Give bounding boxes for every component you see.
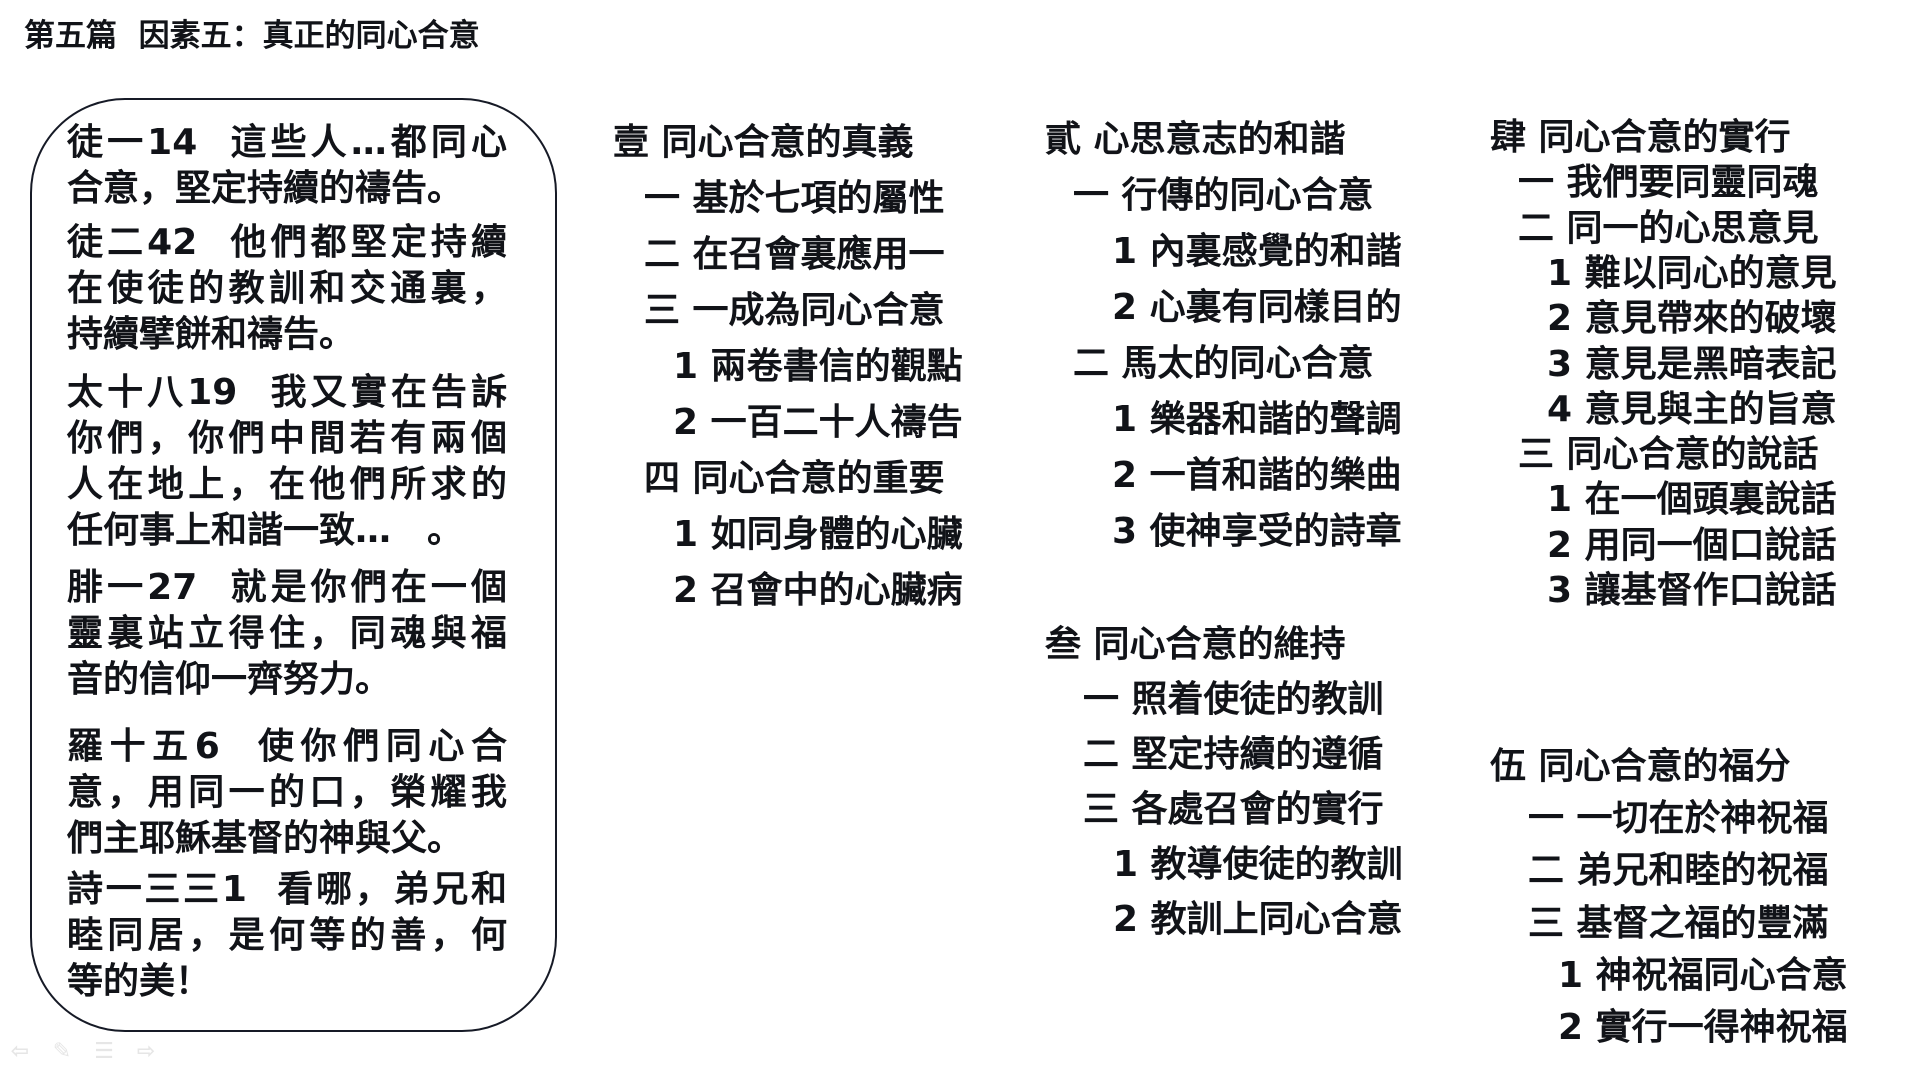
outline-heading: 壹 同心合意的真義 (613, 122, 914, 163)
outline-item: 二 馬太的同心合意 (1073, 343, 1374, 384)
previous-arrow-icon[interactable]: ⇦ (10, 1039, 30, 1064)
outline-item: 一 照着使徒的教訓 (1083, 679, 1384, 720)
outline-item: 1 神祝福同心合意 (1558, 954, 1848, 996)
verse-line: 意，用同一的口，榮耀我 (67, 772, 507, 813)
outline-heading: 叁 同心合意的維持 (1045, 624, 1346, 665)
outline-item: 一 行傳的同心合意 (1073, 175, 1374, 216)
outline-item: 1 在一個頭裏說話 (1547, 479, 1837, 521)
outline-item: 2 一首和諧的樂曲 (1112, 455, 1402, 496)
verse-line: 音的信仰一齊努力。 (67, 659, 392, 700)
outline-item: 1 教導使徒的教訓 (1113, 844, 1403, 885)
next-arrow-icon[interactable]: ⇨ (136, 1039, 156, 1064)
verse-line: 太十八19 我又實在告訴 (67, 372, 507, 413)
outline-item: 1 樂器和諧的聲調 (1112, 399, 1402, 440)
outline-item: 2 意見帶來的破壞 (1547, 298, 1837, 340)
verse-line: 羅十五6 使你們同心合 (67, 726, 507, 767)
verse-line: 徒一14 這些人…都同心 (67, 122, 507, 163)
outline-heading: 伍 同心合意的福分 (1490, 746, 1791, 787)
verse-line: 腓一27 就是你們在一個 (67, 567, 507, 608)
outline-item: 三 各處召會的實行 (1083, 789, 1384, 830)
verse-line: 詩一三三1 看哪，弟兄和 (67, 869, 507, 910)
outline-item: 二 堅定持續的遵循 (1083, 734, 1384, 775)
verse-line: 你們，你們中間若有兩個 (67, 418, 507, 459)
verse-line: 靈裏站立得住，同魂與福 (67, 613, 507, 654)
outline-item: 1 兩卷書信的觀點 (673, 346, 963, 387)
outline-item: 1 難以同心的意見 (1547, 252, 1837, 294)
verse-line: 在使徒的教訓和交通裏， (67, 268, 507, 309)
verse-line: 們主耶穌基督的神與父。 (67, 818, 464, 859)
verse-line: 等的美！ (67, 961, 212, 1002)
verse-line: 人在地上，在他們所求的 (67, 464, 507, 505)
pen-icon[interactable]: ✎ (52, 1039, 72, 1064)
outline-item: 一 一切在於神祝福 (1528, 798, 1829, 840)
verse-line: 睦同居，是何等的善，何 (67, 915, 507, 956)
outline-item: 一 我們要同靈同魂 (1518, 162, 1819, 204)
outline-item: 三 基督之福的豐滿 (1528, 902, 1829, 944)
outline-heading: 貳 心思意志的和諧 (1045, 119, 1346, 160)
outline-item: 1 如同身體的心臟 (673, 514, 963, 555)
outline-item: 二 弟兄和睦的祝福 (1528, 850, 1829, 892)
outline-item: 三 一成為同心合意 (644, 290, 945, 331)
outline-item: 2 召會中的心臟病 (673, 570, 963, 611)
outline-item: 4 意見與主的旨意 (1547, 388, 1837, 430)
outline-heading: 肆 同心合意的實行 (1490, 117, 1791, 158)
outline-item: 2 一百二十人禱告 (673, 402, 963, 443)
outline-item: 2 實行一得神祝福 (1558, 1007, 1848, 1048)
outline-item: 二 同一的心思意見 (1518, 207, 1819, 249)
slideshow-nav: ⇦ ✎ ☰ ⇨ (8, 1040, 158, 1064)
outline-item: 2 教訓上同心合意 (1113, 899, 1403, 940)
outline-item: 1 內裏感覺的和諧 (1112, 231, 1402, 272)
menu-icon[interactable]: ☰ (94, 1039, 114, 1064)
outline-item: 四 同心合意的重要 (644, 458, 945, 499)
slide-title: 第五篇 因素五：真正的同心合意 (24, 18, 480, 54)
outline-item: 3 讓基督作口說話 (1547, 570, 1837, 611)
verse-line: 合意，堅定持續的禱告。 (67, 168, 464, 209)
outline-item: 2 用同一個口說話 (1547, 524, 1837, 566)
outline-item: 二 在召會裏應用一 (644, 234, 945, 275)
verse-line: 持續擘餅和禱告。 (67, 314, 356, 355)
outline-item: 3 意見是黑暗表記 (1547, 343, 1837, 385)
outline-item: 2 心裏有同樣目的 (1112, 287, 1402, 328)
outline-item: 3 使神享受的詩章 (1112, 511, 1402, 552)
verse-line: 徒二42 他們都堅定持續 (67, 222, 507, 263)
verse-line: 任何事上和諧一致… 。 (67, 510, 464, 551)
outline-item: 三 同心合意的說話 (1518, 434, 1819, 476)
scripture-box (30, 98, 557, 1032)
outline-item: 一 基於七項的屬性 (644, 178, 945, 219)
